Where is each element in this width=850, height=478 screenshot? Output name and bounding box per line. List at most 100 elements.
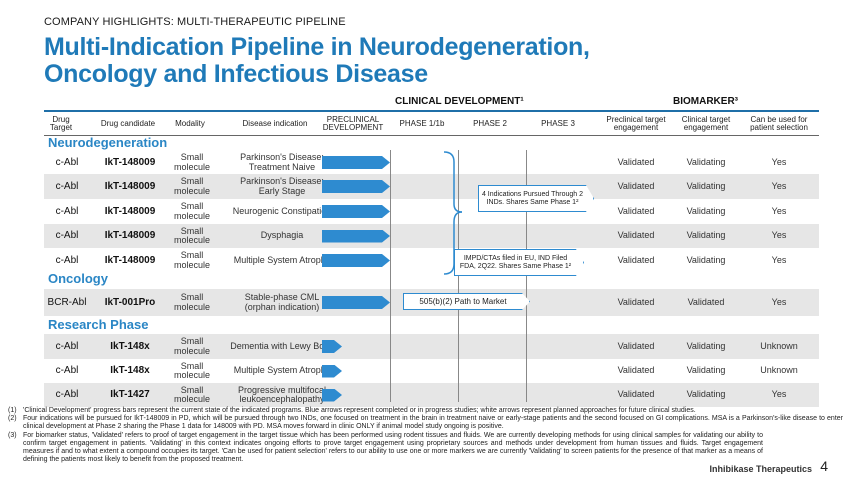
brand-logo: Inhibikase Therapeutics [709, 464, 812, 474]
drug-target: c-Abl [55, 365, 79, 377]
callout-indications: 4 Indications Pursued Through 2 INDs. Sh… [478, 185, 594, 212]
clinical-target-status: Validating [686, 205, 726, 216]
section-research-phase: Research Phase [48, 317, 149, 332]
drug-candidate: IkT-148009 [104, 230, 156, 242]
section-neurodegeneration: Neurodegeneration [48, 135, 168, 150]
modality: Small molecule [173, 225, 211, 245]
clinical-development-header: CLINICAL DEVELOPMENT¹ [395, 96, 524, 107]
section-oncology: Oncology [48, 271, 108, 286]
disease-indication: Multiple System Atrophy [233, 365, 331, 376]
col-preclinical: PRECLINICAL DEVELOPMENT [322, 115, 384, 132]
drug-candidate: IkT-148009 [104, 180, 156, 192]
disease-indication: Dysphagia [260, 230, 304, 241]
clinical-target-status: Validating [686, 230, 726, 241]
preclinical-target-status: Validated [617, 205, 655, 216]
table-row: c-Abl IkT-148x Small molecule Multiple Syst… [44, 359, 819, 383]
drug-candidate: IkT-1427 [110, 389, 150, 401]
modality: Small molecule [173, 384, 211, 404]
patient-selection-status: Yes [771, 254, 787, 265]
preclinical-target-status: Validated [617, 180, 655, 191]
callout-impd-cta: IMPD/CTAs filed in EU, IND Filed FDA, 2Q… [454, 249, 584, 276]
drug-target: c-Abl [55, 254, 79, 266]
modality: Small molecule [173, 250, 211, 270]
column-header-rule [44, 135, 819, 136]
disease-indication: Neurogenic Constipation [232, 205, 332, 216]
progress-arrow [322, 156, 390, 169]
progress-arrow [322, 389, 342, 402]
disease-indication: Parkinson's Disease: Treatment Naive [240, 152, 324, 172]
clinical-target-status: Validating [686, 254, 726, 265]
preclinical-target-status: Validated [617, 389, 655, 400]
footnote-2: (2)Four indications will be pursued for … [8, 415, 843, 431]
patient-selection-status: Unknown [760, 340, 798, 351]
preclinical-target-status: Validated [617, 230, 655, 241]
preclinical-target-status: Validated [617, 340, 655, 351]
drug-candidate: IkT-148x [110, 365, 150, 377]
drug-target: c-Abl [55, 205, 79, 217]
table-row: c-Abl IkT-148009 Small molecule Parkinson's… [44, 151, 819, 174]
drug-candidate: IkT-148x [110, 340, 150, 352]
callout-505b2-path: 505(b)(2) Path to Market [403, 293, 530, 310]
patient-selection-status: Yes [771, 180, 787, 191]
drug-candidate: IkT-148009 [104, 254, 156, 266]
progress-arrow [322, 254, 390, 267]
col-phase2: PHASE 2 [473, 119, 507, 128]
col-disease-indication: Disease indication [242, 119, 308, 128]
header-rule [44, 110, 819, 112]
preclinical-target-status: Validated [617, 296, 655, 307]
drug-target: BCR-Abl [47, 296, 87, 308]
modality: Small molecule [173, 292, 211, 312]
phase2-divider [458, 150, 459, 402]
disease-indication: Stable-phase CML (orphan indication) [244, 292, 320, 312]
clinical-target-status: Validating [686, 365, 726, 376]
drug-candidate: IkT-148009 [104, 156, 156, 168]
drug-candidate: IkT-001Pro [104, 296, 156, 308]
col-phase3: PHASE 3 [541, 119, 575, 128]
table-row: c-Abl IkT-148009 Small molecule Dysphagia Va… [44, 224, 819, 248]
modality: Small molecule [173, 152, 211, 172]
progress-arrow [322, 296, 390, 309]
clinical-target-status: Validating [686, 180, 726, 191]
preclinical-target-status: Validated [617, 365, 655, 376]
patient-selection-status: Yes [771, 205, 787, 216]
modality: Small molecule [173, 360, 211, 380]
clinical-target-status: Validated [687, 296, 725, 307]
clinical-target-status: Validating [686, 389, 726, 400]
preclinical-target-status: Validated [617, 156, 655, 167]
drug-target: c-Abl [55, 156, 79, 168]
col-modality: Modality [175, 119, 205, 128]
patient-selection-status: Unknown [760, 365, 798, 376]
modality: Small molecule [173, 176, 211, 196]
table-row: c-Abl IkT-1427 Small molecule Progressive m… [44, 383, 819, 407]
patient-selection-status: Yes [771, 156, 787, 167]
table-row: c-Abl IkT-148009 Small molecule Parkinson's… [44, 174, 819, 199]
drug-target: c-Abl [55, 180, 79, 192]
patient-selection-status: Yes [771, 389, 787, 400]
clinical-target-status: Validating [686, 340, 726, 351]
drug-target: c-Abl [55, 389, 79, 401]
col-phase1: PHASE 1/1b [399, 119, 445, 128]
patient-selection-status: Yes [771, 230, 787, 241]
patient-selection-status: Yes [771, 296, 787, 307]
page-number: 4 [820, 458, 828, 474]
page-title: Multi-Indication Pipeline in Neurodegene… [44, 34, 590, 88]
phase3-divider [526, 150, 527, 402]
title-line-2: Oncology and Infectious Disease [44, 60, 428, 88]
col-preclinical-target: Preclinical target engagement [606, 115, 666, 132]
disease-indication: Dementia with Lewy Body [230, 340, 334, 351]
progress-arrow [322, 230, 390, 243]
modality: Small molecule [173, 201, 211, 221]
disease-indication: Progressive multifocal leukoencephalopat… [237, 384, 327, 404]
drug-candidate: IkT-148009 [104, 205, 156, 217]
progress-arrow [322, 180, 390, 193]
col-clinical-target: Clinical target engagement [681, 115, 731, 132]
progress-arrow [322, 365, 342, 378]
phase1-divider [390, 150, 391, 402]
disease-indication: Multiple System Atrophy [233, 254, 331, 265]
clinical-target-status: Validating [686, 156, 726, 167]
disease-indication: Parkinson's Disease: Early Stage [240, 176, 324, 196]
preclinical-target-status: Validated [617, 254, 655, 265]
drug-target: c-Abl [55, 230, 79, 242]
title-line-1: Multi-Indication Pipeline in Neurodegene… [44, 33, 590, 61]
